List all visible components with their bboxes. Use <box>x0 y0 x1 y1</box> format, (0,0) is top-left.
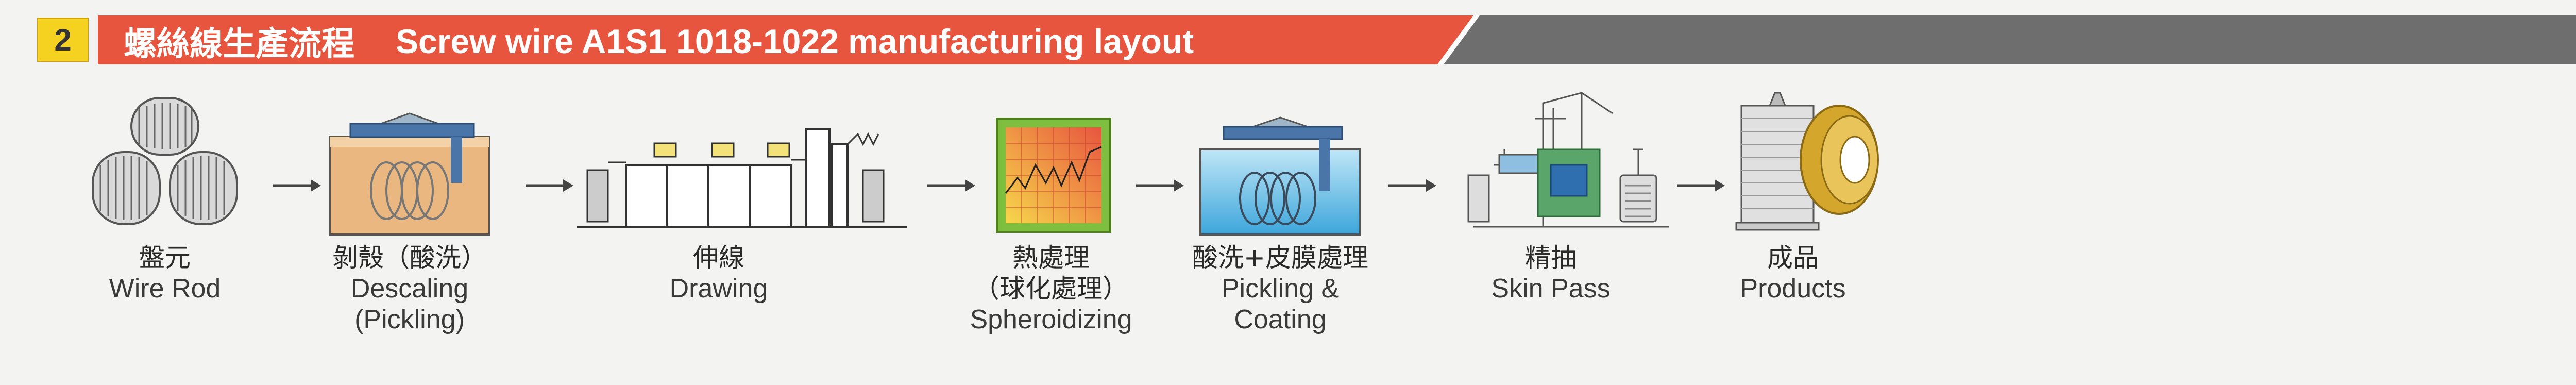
step-name-en: Products <box>1740 274 1846 304</box>
step-name-en: Drawing <box>669 274 768 304</box>
step-name-zh-2: （球化處理） <box>974 274 1128 304</box>
step-name-en-2: (Pickling) <box>354 305 465 334</box>
pickling-coating-tank-icon <box>1199 116 1361 236</box>
section-title: 螺絲線生產流程 Screw wire A1S1 1018-1022 manufa… <box>124 21 1194 63</box>
step-name-en-2: Coating <box>1234 305 1327 334</box>
step-name-zh: 剝殼（酸洗） <box>332 243 487 273</box>
step-name-zh: 精抽 <box>1525 243 1577 273</box>
section-header: 2 螺絲線生產流程 Screw wire A1S1 1018-1022 manu… <box>0 0 2576 67</box>
step-name-en: Pickling & <box>1221 274 1340 304</box>
wire-rod-coils-icon <box>92 97 238 225</box>
step-name-en: Spheroidizing <box>970 305 1132 334</box>
heat-treatment-chart-icon <box>996 118 1111 233</box>
step-descaling-label: 剝殼（酸洗） Descaling (Pickling) <box>314 242 505 335</box>
step-name-zh: 伸線 <box>693 243 744 273</box>
right-arrow-icon <box>526 179 573 192</box>
right-arrow-icon <box>273 179 321 192</box>
drawing-machine-icon <box>577 128 907 228</box>
descaling-tank-icon <box>329 112 490 236</box>
step-name-zh: 酸洗+皮膜處理 <box>1192 243 1368 273</box>
finished-coil-icon <box>1735 92 1879 231</box>
step-spheroidizing-label: 熱處理 （球化處理） Spheroidizing <box>948 242 1154 335</box>
step-name-en: Wire Rod <box>109 274 221 304</box>
step-pickling-coating-label: 酸洗+皮膜處理 Pickling & Coating <box>1164 242 1396 335</box>
right-arrow-icon <box>927 179 975 192</box>
title-english: Screw wire A1S1 1018-1022 manufacturing … <box>396 22 1194 60</box>
step-name-en: Skin Pass <box>1491 274 1611 304</box>
title-chinese: 螺絲線生產流程 <box>124 25 354 63</box>
step-wire-rod-label: 盤元 Wire Rod <box>82 242 247 304</box>
right-arrow-icon <box>1677 179 1725 192</box>
step-products-label: 成品 Products <box>1726 242 1860 304</box>
step-name-zh: 成品 <box>1767 243 1819 273</box>
right-arrow-icon <box>1388 179 1436 192</box>
header-banner <box>98 15 2576 64</box>
step-name-zh: 熱處理 <box>1012 243 1090 273</box>
step-skin-pass-label: 精抽 Skin Pass <box>1473 242 1628 304</box>
skin-pass-machine-icon <box>1467 92 1669 228</box>
step-drawing-label: 伸線 Drawing <box>639 242 799 304</box>
step-name-en: Descaling <box>350 274 469 304</box>
right-arrow-icon <box>1136 179 1184 192</box>
step-name-zh: 盤元 <box>139 243 191 273</box>
step-number-badge: 2 <box>37 18 89 62</box>
